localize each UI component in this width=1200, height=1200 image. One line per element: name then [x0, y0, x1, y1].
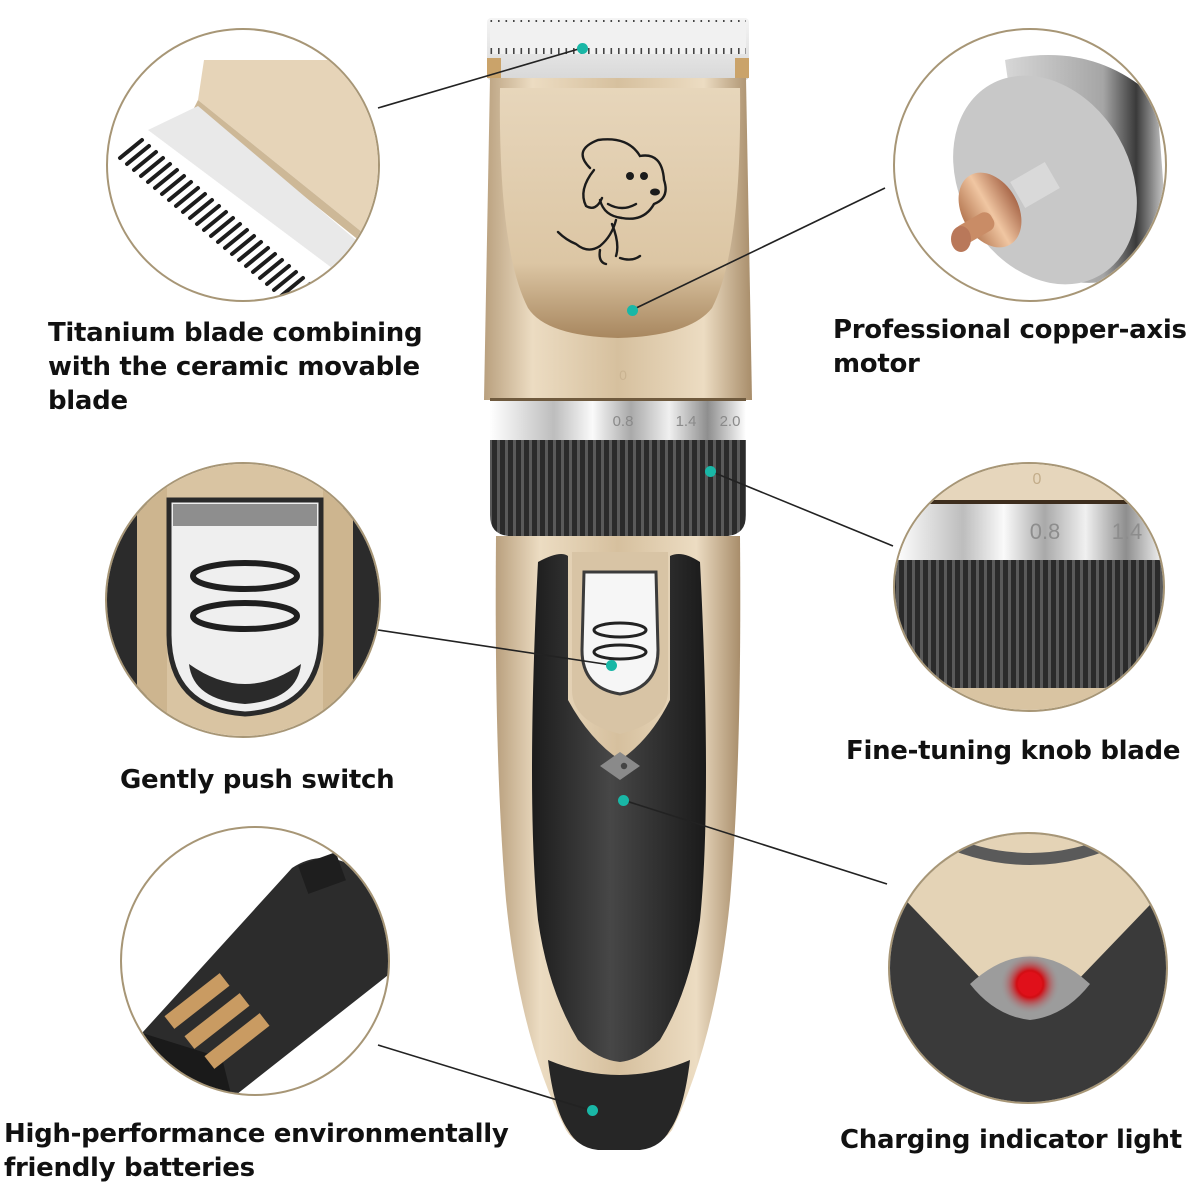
marker-dot-blade	[576, 42, 588, 54]
label-fine-tuning-knob: Fine-tuning knob blade	[846, 736, 1181, 766]
motor-icon	[951, 55, 1165, 285]
inset-motor	[893, 28, 1167, 302]
marker-dot-switch	[605, 659, 617, 671]
label-push-switch: Gently push switch	[120, 765, 395, 795]
blade-teeth-icon	[118, 60, 378, 300]
knob-scale-0-8: 0.8	[613, 413, 634, 430]
adjustment-knob-icon: 0.8 1.4 0	[895, 464, 1163, 710]
inset-knob-scale-1-4: 1.4	[1112, 519, 1143, 544]
charging-light-icon	[890, 834, 1166, 1102]
knob-scale-top-mark: 0	[619, 367, 627, 383]
marker-dot-battery	[586, 1104, 598, 1116]
knob-scale-2-0: 2.0	[720, 413, 741, 430]
marker-dot-motor	[626, 304, 638, 316]
inset-battery	[120, 826, 390, 1096]
marker-dot-knob	[704, 465, 716, 477]
label-titanium-blade: Titanium blade combining with the cerami…	[48, 318, 423, 416]
knob-scale-1-4: 1.4	[676, 413, 697, 430]
inset-knob: 0.8 1.4 0	[893, 462, 1165, 712]
label-batteries: High-performance environmentally friendl…	[4, 1119, 509, 1183]
inset-knob-scale-0-8: 0.8	[1030, 519, 1061, 544]
inset-knob-top-mark: 0	[1033, 471, 1042, 488]
battery-icon	[139, 852, 388, 1094]
label-copper-motor: Professional copper-axis motor	[833, 315, 1187, 379]
marker-dot-indicator	[617, 794, 629, 806]
label-charging-light: Charging indicator light	[840, 1125, 1182, 1155]
push-switch-icon	[107, 464, 379, 736]
inset-blade	[106, 28, 380, 302]
inset-switch	[105, 462, 381, 738]
inset-indicator	[888, 832, 1168, 1104]
